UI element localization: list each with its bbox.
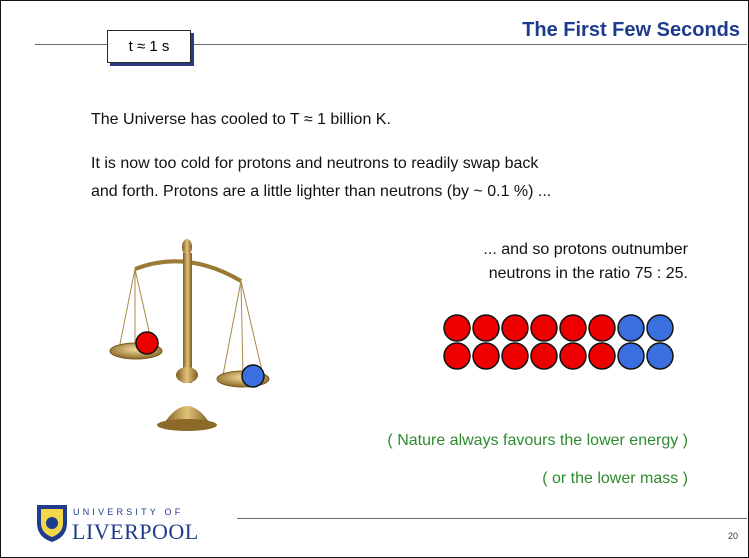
- neutron-ball: [617, 342, 645, 370]
- time-label-box: t ≈ 1 s: [107, 30, 191, 63]
- paragraph-swap-line1: It is now too cold for protons and neutr…: [91, 155, 539, 172]
- neutron-ball: [646, 314, 674, 342]
- paragraph-swap-line2: and forth. Protons are a little lighter …: [91, 183, 552, 200]
- neutron-ball: [646, 342, 674, 370]
- proton-ball: [472, 314, 500, 342]
- proton-ball: [588, 314, 616, 342]
- proton-on-scale: [135, 331, 159, 355]
- proton-ball: [472, 342, 500, 370]
- header-rule: [35, 44, 747, 45]
- proton-ball: [559, 314, 587, 342]
- note-lower-energy: ( Nature always favours the lower energy…: [387, 432, 688, 449]
- slide-title: The First Few Seconds: [522, 19, 740, 41]
- crest-icon: [37, 505, 67, 542]
- balance-scale-illustration: [109, 239, 270, 431]
- proton-ball: [559, 342, 587, 370]
- neutron-ball: [617, 314, 645, 342]
- proton-ball: [588, 342, 616, 370]
- ratio-text-line2: neutrons in the ratio 75 : 25.: [488, 265, 688, 282]
- university-small-text: UNIVERSITY OF: [73, 507, 184, 517]
- proton-ball: [443, 314, 471, 342]
- paragraph-temperature: The Universe has cooled to T ≈ 1 billion…: [91, 111, 391, 128]
- proton-ball: [443, 342, 471, 370]
- proton-neutron-ratio-grid: [443, 314, 674, 370]
- footer-rule: [237, 518, 747, 519]
- university-large-text: LIVERPOOL: [72, 519, 199, 544]
- university-logo: UNIVERSITY OF LIVERPOOL: [35, 501, 235, 549]
- neutron-on-scale: [241, 364, 265, 388]
- ratio-text-line1: ... and so protons outnumber: [483, 241, 688, 258]
- proton-ball: [530, 342, 558, 370]
- note-lower-mass: ( or the lower mass ): [542, 470, 688, 487]
- proton-ball: [501, 342, 529, 370]
- page-number: 20: [727, 531, 738, 541]
- proton-ball: [501, 314, 529, 342]
- time-label: t ≈ 1 s: [128, 38, 170, 55]
- proton-ball: [530, 314, 558, 342]
